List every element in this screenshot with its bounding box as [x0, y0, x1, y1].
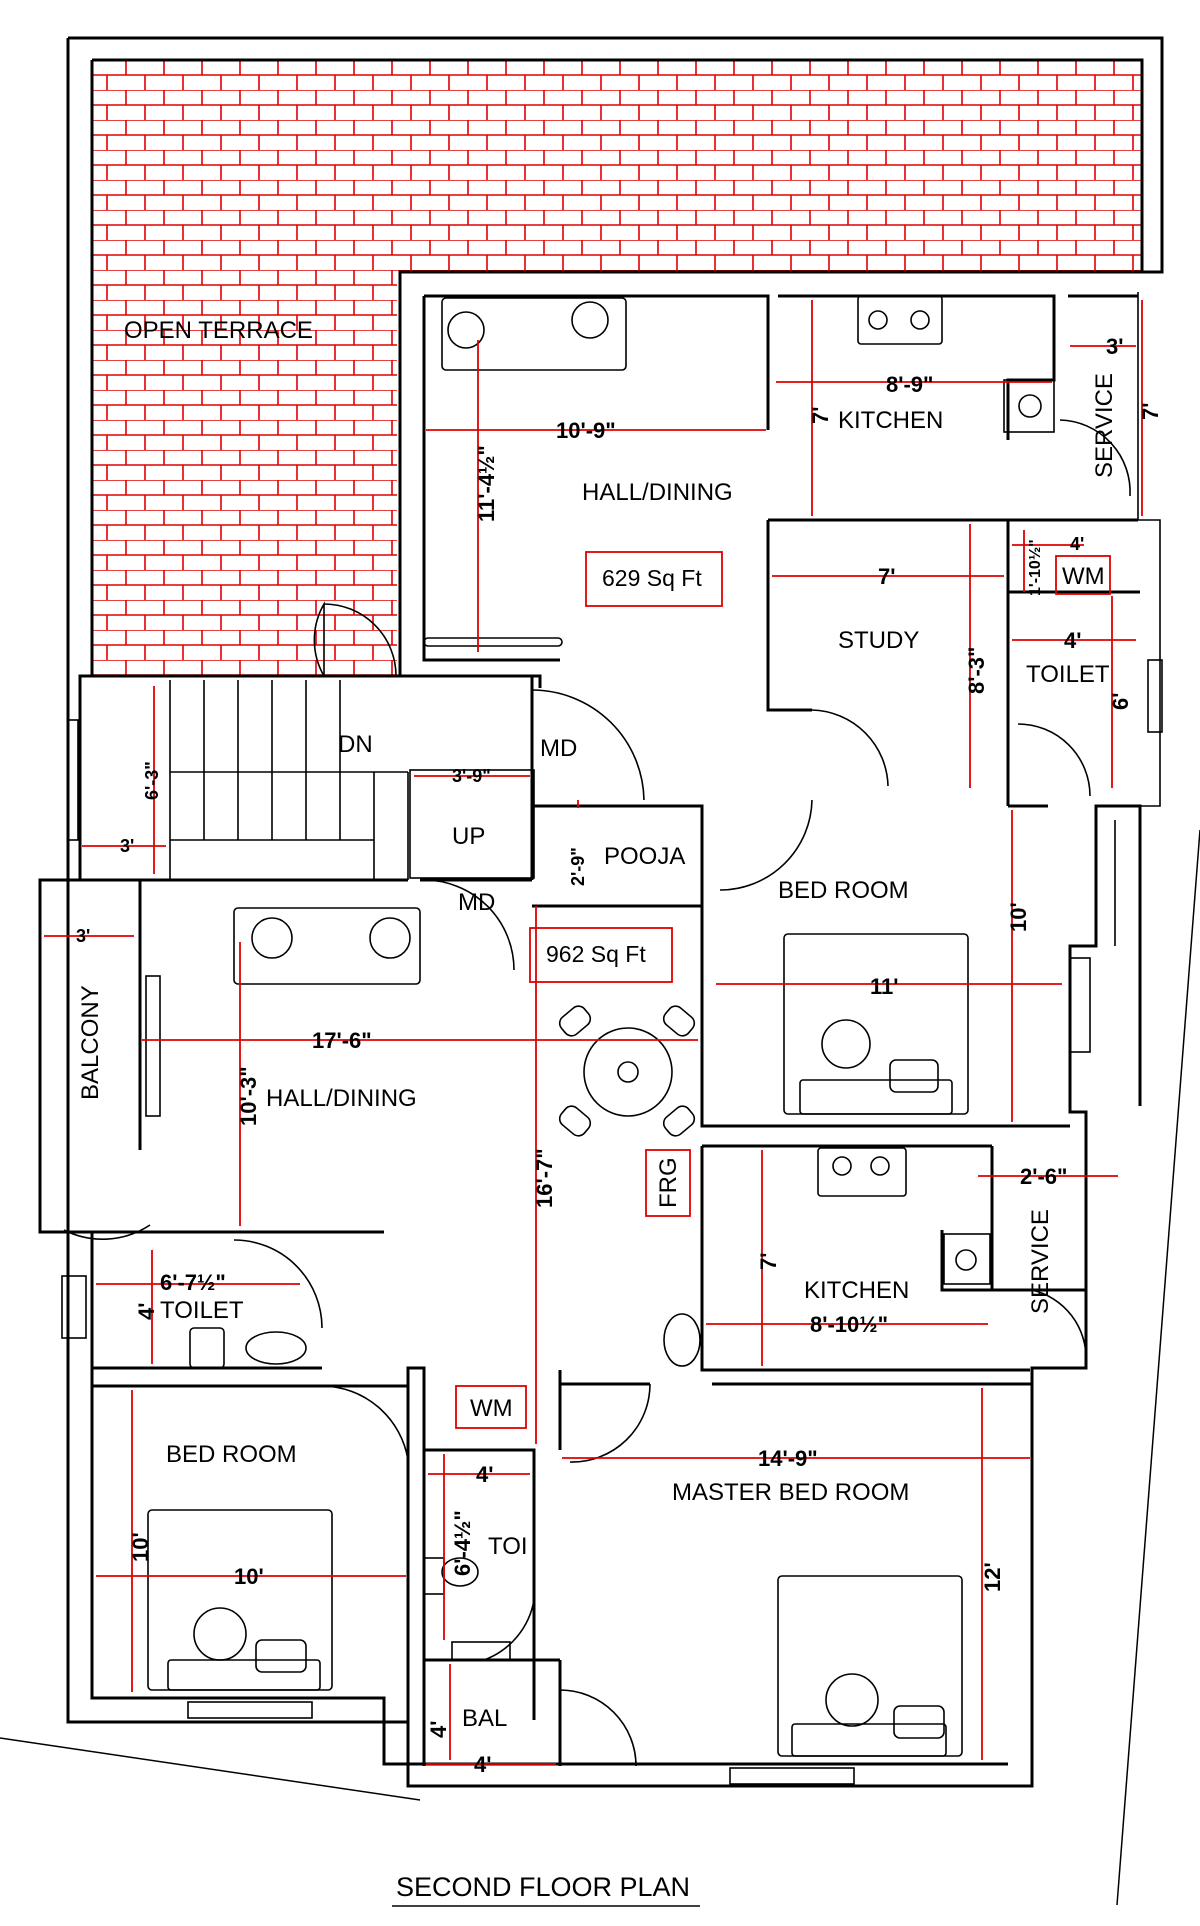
open-terrace	[68, 36, 1164, 676]
dim-toi-depth: 6'-4½"	[450, 1510, 475, 1576]
toi-label: TOI	[488, 1533, 528, 1560]
dim-toilet-right-depth: 6'	[1108, 693, 1133, 710]
dim-kitchen-top-depth: 7'	[808, 407, 833, 424]
dim-bedroom-right-depth: 10'	[1006, 902, 1031, 932]
frg-label: FRG	[655, 1157, 682, 1208]
dim-stair-depth: 6'-3"	[142, 761, 162, 800]
pooja-label: POOJA	[604, 843, 685, 870]
plan-title: SECOND FLOOR PLAN	[396, 1872, 690, 1902]
dim-balcony-width: 3'	[76, 926, 90, 946]
fixtures	[189, 1147, 991, 1595]
dimension-lines	[44, 300, 1143, 1765]
dim-md-gap: 3'-9"	[452, 766, 491, 786]
service-lower-label: SERVICE	[1027, 1209, 1054, 1314]
bed-room-left-label: BED ROOM	[166, 1441, 297, 1468]
dim-toilet-left-width: 6'-7½"	[160, 1270, 226, 1295]
kitchen-upper-label: KITCHEN	[838, 407, 943, 434]
dim-toilet-right-width: 4'	[1064, 628, 1081, 653]
master-bed-room-label: MASTER BED ROOM	[672, 1479, 909, 1506]
hall-dining-main-label: HALL/DINING	[266, 1085, 417, 1112]
dim-kitchen-top-width: 8'-9"	[886, 372, 933, 397]
dim-bedroom-left-width: 10'	[234, 1564, 264, 1589]
hall-dining-upper-label: HALL/DINING	[582, 479, 733, 506]
dim-service-top-width: 3'	[1106, 334, 1123, 359]
dn-label: DN	[338, 731, 373, 758]
area-lower-label: 962 Sq Ft	[546, 941, 646, 967]
dim-pooja-depth: 2'-9"	[568, 847, 588, 886]
balcony-label: BALCONY	[77, 985, 104, 1100]
dim-stair-landing: 3'	[120, 836, 134, 856]
interior-walls	[40, 294, 1140, 1766]
door-swings	[63, 419, 1131, 1767]
label-boxes	[455, 551, 1111, 1429]
bal-label: BAL	[462, 1705, 507, 1732]
wm-upper-label: WM	[1062, 563, 1105, 590]
dim-bedroom-left-depth: 10'	[128, 1532, 153, 1562]
md-lower-label: MD	[458, 889, 495, 916]
dim-master-width: 14'-9"	[758, 1446, 818, 1471]
dim-hall-main-depth: 10'-3"	[236, 1066, 261, 1126]
plot-boundary	[0, 829, 1200, 1906]
dim-hall-top-depth: 11'-4½"	[474, 445, 499, 522]
dim-wm-top-width: 4'	[1070, 534, 1084, 554]
dim-kitchen-lower-width: 8'-10½"	[810, 1312, 888, 1337]
main-hall-furniture	[233, 907, 696, 1137]
up-label: UP	[452, 823, 485, 850]
dim-master-depth: 12'	[980, 1562, 1005, 1592]
bed-room-right-label: BED ROOM	[778, 877, 909, 904]
open-terrace-label: OPEN TERRACE	[124, 317, 313, 344]
service-upper-label: SERVICE	[1091, 373, 1118, 478]
dim-bal-width: 4'	[474, 1752, 491, 1777]
dim-study-depth: 8'-3"	[964, 647, 989, 694]
staircase	[169, 680, 535, 880]
study-label: STUDY	[838, 627, 919, 654]
dim-bedroom-right-width: 11'	[870, 974, 899, 999]
dim-hall-main-width: 17'-6"	[312, 1028, 372, 1053]
beds	[147, 933, 969, 1757]
dim-kitchen-lower-depth: 7'	[756, 1253, 781, 1270]
dim-hall-top-width: 10'-9"	[556, 418, 616, 443]
dim-wm-top-depth: 1'-10½"	[1027, 539, 1044, 596]
area-upper-label: 629 Sq Ft	[602, 565, 702, 591]
top-hall-furniture	[423, 295, 1055, 647]
wm-lower-label: WM	[470, 1395, 513, 1422]
kitchen-lower-label: KITCHEN	[804, 1277, 909, 1304]
dim-toi-width: 4'	[476, 1462, 493, 1487]
windows	[61, 659, 1163, 1785]
dim-study-width: 7'	[878, 564, 895, 589]
toilet-left-label: TOILET	[160, 1297, 244, 1324]
dim-toilet-left-depth: 4'	[134, 1303, 159, 1320]
dim-service-lower-width: 2'-6"	[1020, 1164, 1067, 1189]
toilet-right-label: TOILET	[1026, 661, 1110, 688]
dim-passage-depth: 16'-7"	[532, 1148, 557, 1208]
md-upper-label: MD	[540, 735, 577, 762]
dim-bal-depth: 4'	[426, 1721, 451, 1738]
dim-service-top-depth: 7'	[1138, 403, 1163, 420]
